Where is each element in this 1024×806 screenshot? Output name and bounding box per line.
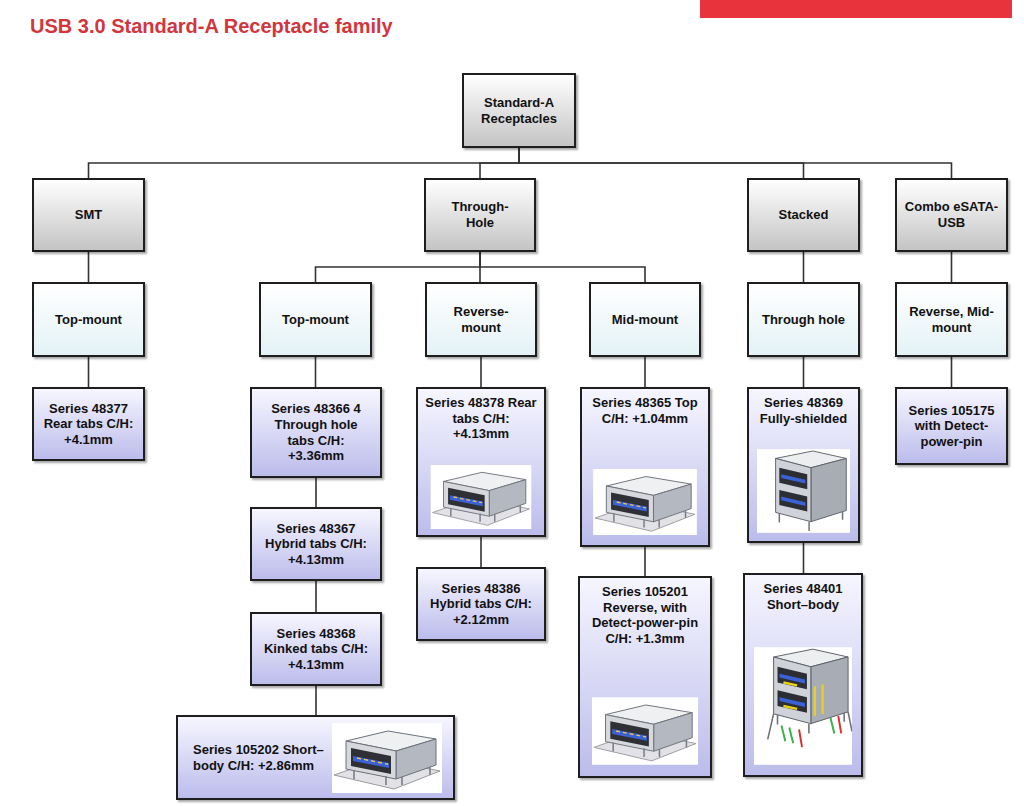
text-group: Top-mount <box>282 312 349 328</box>
tree-connector <box>951 252 953 282</box>
tree-connector <box>315 686 317 715</box>
mount-box: Through hole <box>747 282 860 357</box>
text-group: Through-Hole <box>440 199 520 230</box>
node-label: Series 105201 Reverse, with Detect-power… <box>587 584 703 646</box>
node-label: Through hole <box>762 312 845 328</box>
receptacle-illustration <box>428 465 534 529</box>
series-box: Series 48401 Short–body <box>743 573 863 777</box>
series-box: Series 48367 Hybrid tabs C/H: +4.13mm <box>250 507 382 581</box>
page-title: USB 3.0 Standard-A Receptacle family <box>30 15 393 38</box>
category-box: Combo eSATA-USB <box>895 178 1008 252</box>
receptacle-illustration <box>326 723 448 793</box>
node-label: Combo eSATA-USB <box>904 199 999 230</box>
node-label: Top-mount <box>282 312 349 328</box>
category-box: Through-Hole <box>424 178 536 252</box>
text-group: Combo eSATA-USB <box>904 199 999 230</box>
node-label: Series 48365 Top C/H: +1.04mm <box>589 395 701 426</box>
stacked-receptacle-illustration <box>757 449 850 533</box>
tree-connector <box>316 252 481 282</box>
mount-box: Top-mount <box>32 282 145 357</box>
tree-connector <box>644 547 646 576</box>
receptacle-illustration <box>592 696 698 766</box>
text-group: Series 48365 Top C/H: +1.04mm <box>589 395 701 426</box>
text-group: Series 48401 Short–body <box>752 581 854 612</box>
header-bar <box>700 0 1012 18</box>
node-label: Series 105202 Short–body C/H: +2.86mm <box>193 742 325 773</box>
tree-connector <box>88 252 90 282</box>
node-label: Stacked <box>779 207 829 223</box>
series-box: Series 48368 Kinked tabs C/H: +4.13mm <box>250 612 382 686</box>
tree-connector <box>480 252 645 282</box>
text-group: Standard-A Receptacles <box>471 95 567 126</box>
text-group: Series 48377 Rear tabs C/H: +4.1mm <box>41 401 136 448</box>
receptacle-illustration <box>592 469 698 535</box>
text-group: Series 48368 Kinked tabs C/H: +4.13mm <box>259 626 373 673</box>
series-box: Series 48369 Fully-shielded <box>747 387 860 543</box>
mount-box: Reverse-mount <box>425 282 537 357</box>
text-group: Reverse-mount <box>434 304 528 335</box>
category-box: SMT <box>32 178 145 252</box>
text-group: Series 48386 Hybrid tabs C/H: +2.12mm <box>425 581 537 628</box>
node-label: Series 48369 Fully-shielded <box>756 395 851 426</box>
node-label: Series 48366 4 Through hole tabs C/H: +3… <box>264 401 368 463</box>
node-label: Series 105175 with Detect-power-pin <box>904 403 999 450</box>
node-label: Reverse, Mid-mount <box>904 304 999 335</box>
series-box: Series 48366 4 Through hole tabs C/H: +3… <box>250 387 382 478</box>
tree-connector <box>803 252 805 282</box>
node-label: Through-Hole <box>440 199 520 230</box>
text-group: Series 105201 Reverse, with Detect-power… <box>587 584 703 646</box>
node-label: Series 48368 Kinked tabs C/H: +4.13mm <box>259 626 373 673</box>
series-box: Series 105202 Short–body C/H: +2.86mm <box>176 715 455 800</box>
node-label: Series 48377 Rear tabs C/H: +4.1mm <box>41 401 136 448</box>
text-group: Series 105202 Short–body C/H: +2.86mm <box>185 742 325 773</box>
text-group: Series 48369 Fully-shielded <box>756 395 851 426</box>
text-group: Reverse, Mid-mount <box>904 304 999 335</box>
tree-connector <box>89 148 520 178</box>
text-group: Top-mount <box>55 312 122 328</box>
node-label: Series 48401 Short–body <box>752 581 854 612</box>
tree-connector <box>803 543 805 573</box>
series-box: Series 105201 Reverse, with Detect-power… <box>578 576 712 778</box>
text-group: Series 48366 4 Through hole tabs C/H: +3… <box>264 401 368 463</box>
tree-connector <box>519 148 952 178</box>
tree-connector <box>644 357 646 387</box>
mount-box: Reverse, Mid-mount <box>895 282 1008 357</box>
node-label: Series 48367 Hybrid tabs C/H: +4.13mm <box>259 521 373 568</box>
tree-connector <box>480 537 482 567</box>
text-group: Stacked <box>779 207 829 223</box>
series-box: Series 48377 Rear tabs C/H: +4.1mm <box>32 387 145 461</box>
text-group: Series 48367 Hybrid tabs C/H: +4.13mm <box>259 521 373 568</box>
tree-connector <box>480 148 519 178</box>
category-box: Stacked <box>747 178 860 252</box>
series-box: Series 105175 with Detect-power-pin <box>895 387 1008 465</box>
stacked-receptacle-illustration <box>754 647 852 765</box>
text-group: Series 105175 with Detect-power-pin <box>904 403 999 450</box>
mount-box: Mid-mount <box>589 282 701 357</box>
node-label: Series 48386 Hybrid tabs C/H: +2.12mm <box>425 581 537 628</box>
tree-connector <box>951 357 953 387</box>
series-box: Series 48386 Hybrid tabs C/H: +2.12mm <box>416 567 546 641</box>
text-group: Mid-mount <box>612 312 678 328</box>
node-label: Series 48378 Rear tabs C/H: +4.13mm <box>425 395 537 442</box>
mount-box: Top-mount <box>259 282 372 357</box>
text-group: SMT <box>75 207 102 223</box>
node-label: SMT <box>75 207 102 223</box>
node-label: Top-mount <box>55 312 122 328</box>
node-label: Standard-A Receptacles <box>471 95 567 126</box>
node-label: Reverse-mount <box>434 304 528 335</box>
tree-connector <box>480 357 482 387</box>
series-box: Series 48365 Top C/H: +1.04mm <box>580 387 710 547</box>
series-box: Series 48378 Rear tabs C/H: +4.13mm <box>416 387 546 537</box>
tree-connector <box>315 357 317 387</box>
tree-connector <box>315 581 317 612</box>
text-group: Through hole <box>762 312 845 328</box>
category-box: Standard-A Receptacles <box>462 73 576 148</box>
tree-connector <box>88 357 90 387</box>
node-label: Mid-mount <box>612 312 678 328</box>
tree-connector <box>315 478 317 507</box>
tree-connector <box>803 357 805 387</box>
text-group: Series 48378 Rear tabs C/H: +4.13mm <box>425 395 537 442</box>
